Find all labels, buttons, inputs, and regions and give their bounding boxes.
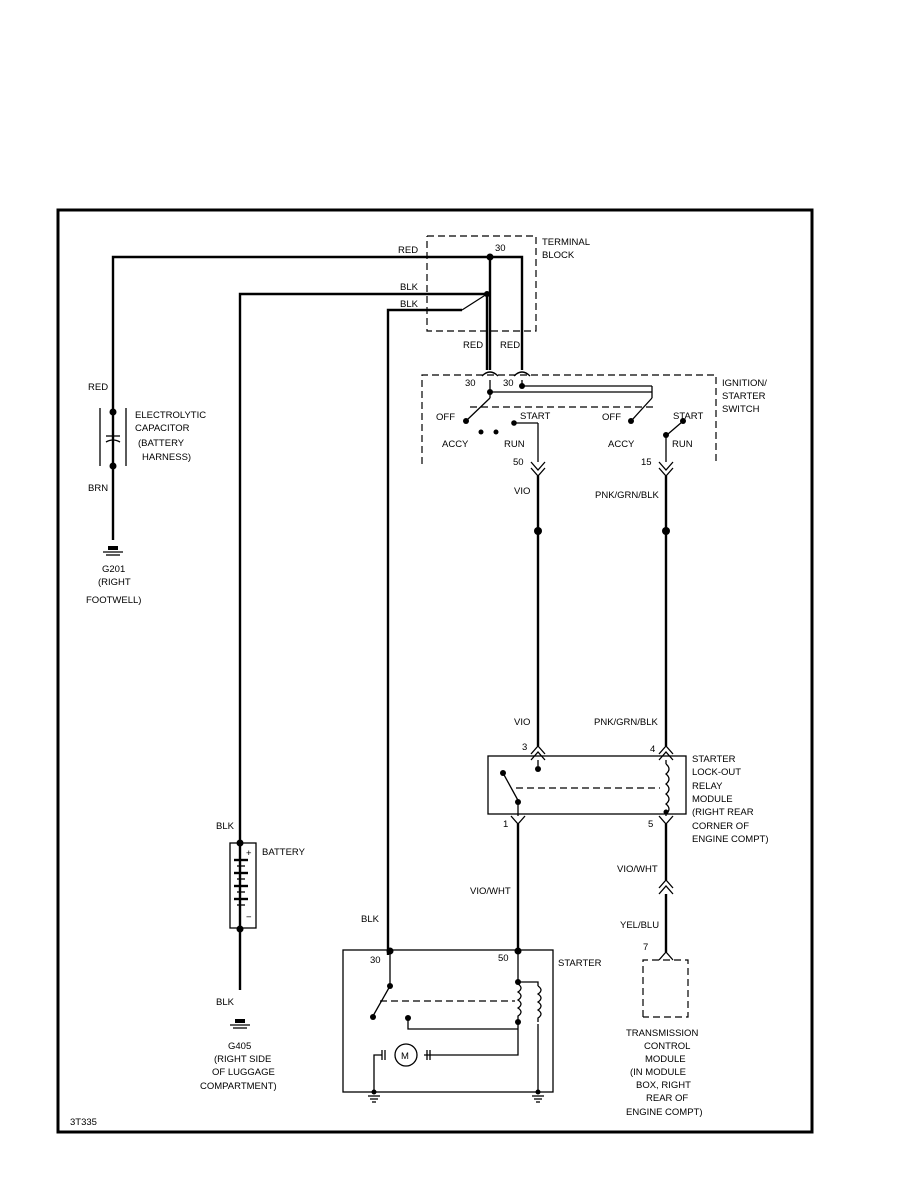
ignition-pin-30b: 30	[503, 378, 514, 389]
relay-label-7: ENGINE COMPT)	[692, 834, 769, 845]
electrolytic-capacitor: RED BRN ELECTROLYTIC CAPACITOR (BATTERY …	[88, 382, 206, 494]
wire-label-pnk-bottom: PNK/GRN/BLK	[594, 717, 659, 728]
ignition-pin-50: 50	[513, 457, 524, 468]
tcm-label-4: (IN MODULE	[630, 1067, 686, 1078]
relay-pin-4: 4	[650, 744, 655, 755]
wire-label-vio-top: VIO	[514, 486, 530, 497]
middle-wiring: VIO PNK/GRN/BLK VIO PNK/GRN/BLK	[514, 476, 670, 746]
battery-label: BATTERY	[262, 847, 306, 858]
battery-minus: −	[246, 912, 252, 923]
starter-motor-label: M	[401, 1051, 409, 1062]
ground-g405-label-1: G405	[228, 1041, 251, 1052]
transmission-control-module: 7 TRANSMISSION CONTROL MODULE (IN MODULE…	[626, 942, 703, 1118]
wire-label-red-right: RED	[500, 340, 520, 351]
capacitor-label-2: CAPACITOR	[135, 423, 190, 434]
wire-label-red-top: RED	[398, 245, 418, 256]
tcm-label-2: CONTROL	[644, 1041, 690, 1052]
relay-pin-3: 3	[522, 742, 527, 753]
ground-g201-label-1: G201	[102, 564, 125, 575]
wire-label-yel-blu: YEL/BLU	[620, 920, 659, 931]
relay-label-5: (RIGHT REAR	[692, 807, 754, 818]
ground-g405: G405 (RIGHT SIDE OF LUGGAGE COMPARTMENT)	[200, 1019, 277, 1092]
relay-label-3: RELAY	[692, 781, 723, 792]
tcm-label-3: MODULE	[645, 1054, 686, 1065]
starter-lockout-relay-module: 3 4 1 5 STARTER LOCK-OUT RELAY MODULE (R…	[487, 742, 769, 845]
wire-label-vio-wht-left: VIO/WHT	[470, 886, 511, 897]
ground-g405-label-3: OF LUGGAGE	[212, 1067, 275, 1078]
terminal-block-pin-30: 30	[495, 243, 506, 254]
starter: STARTER 30 50 M	[342, 947, 602, 1103]
ignition-pin-15: 15	[641, 457, 652, 468]
ignition-switch-label-1: IGNITION/	[722, 378, 767, 389]
tcm-label-6: REAR OF	[646, 1093, 688, 1104]
terminal-block: TERMINAL BLOCK 30	[426, 235, 590, 332]
ignition-accy-right: ACCY	[608, 439, 635, 450]
lower-wiring: VIO/WHT VIO/WHT YEL/BLU BLK	[361, 824, 674, 952]
wire-label-blk-battery-bottom: BLK	[216, 997, 235, 1008]
capacitor-label-3: (BATTERY	[138, 438, 185, 449]
relay-label-1: STARTER	[692, 754, 736, 765]
wire-label-red-left: RED	[463, 340, 483, 351]
top-wiring: RED BLK BLK RED RED	[111, 245, 524, 990]
starter-label: STARTER	[558, 958, 602, 969]
wire-label-pnk-top: PNK/GRN/BLK	[595, 490, 660, 501]
battery: + − BATTERY BLK BLK	[216, 821, 306, 1008]
ground-g201-label-3: FOOTWELL)	[86, 595, 141, 606]
ignition-switch-label-2: STARTER	[722, 391, 766, 402]
wire-label-blk-starter: BLK	[361, 914, 380, 925]
ignition-starter-switch: IGNITION/ STARTER SWITCH 30 30 OFF START…	[421, 371, 767, 477]
capacitor-label-4: HARNESS)	[142, 452, 191, 463]
ignition-switch-label-3: SWITCH	[722, 404, 760, 415]
ignition-start-left: START	[520, 411, 550, 422]
diagram-frame	[56, 208, 814, 1134]
ignition-run-left: RUN	[504, 439, 525, 450]
relay-pin-1: 1	[503, 819, 508, 830]
wire-label-vio-bottom: VIO	[514, 717, 530, 728]
figure-id: 3T335	[70, 1117, 97, 1128]
ignition-off-left: OFF	[436, 412, 455, 423]
ground-g201: G201 (RIGHT FOOTWELL)	[86, 546, 141, 606]
starter-pin-50: 50	[498, 953, 509, 964]
wire-label-blk-2: BLK	[400, 299, 419, 310]
wire-label-red-cap: RED	[88, 382, 108, 393]
terminal-block-label-2: BLOCK	[542, 250, 575, 261]
ground-g405-label-2: (RIGHT SIDE	[214, 1054, 271, 1065]
ground-g405-label-4: COMPARTMENT)	[200, 1081, 277, 1092]
wire-label-vio-wht-right: VIO/WHT	[617, 864, 658, 875]
tcm-pin-7: 7	[643, 942, 648, 953]
tcm-label-5: BOX, RIGHT	[636, 1080, 691, 1091]
wire-label-brn: BRN	[88, 483, 108, 494]
ignition-pin-30a: 30	[465, 378, 476, 389]
tcm-label-7: ENGINE COMPT)	[626, 1107, 703, 1118]
terminal-block-label-1: TERMINAL	[542, 237, 590, 248]
ignition-run-right: RUN	[672, 439, 693, 450]
wire-label-blk-1: BLK	[400, 282, 419, 293]
relay-label-4: MODULE	[692, 794, 733, 805]
battery-plus: +	[246, 848, 252, 859]
capacitor-label-1: ELECTROLYTIC	[135, 410, 206, 421]
ignition-off-right: OFF	[602, 412, 621, 423]
wire-label-blk-battery-top: BLK	[216, 821, 235, 832]
ignition-start-right: START	[673, 411, 703, 422]
starter-pin-30: 30	[370, 955, 381, 966]
ground-g201-label-2: (RIGHT	[98, 577, 131, 588]
ignition-accy-left: ACCY	[442, 439, 469, 450]
relay-pin-5: 5	[648, 819, 653, 830]
relay-label-6: CORNER OF	[692, 821, 749, 832]
tcm-label-1: TRANSMISSION	[626, 1028, 698, 1039]
relay-label-2: LOCK-OUT	[692, 767, 741, 778]
